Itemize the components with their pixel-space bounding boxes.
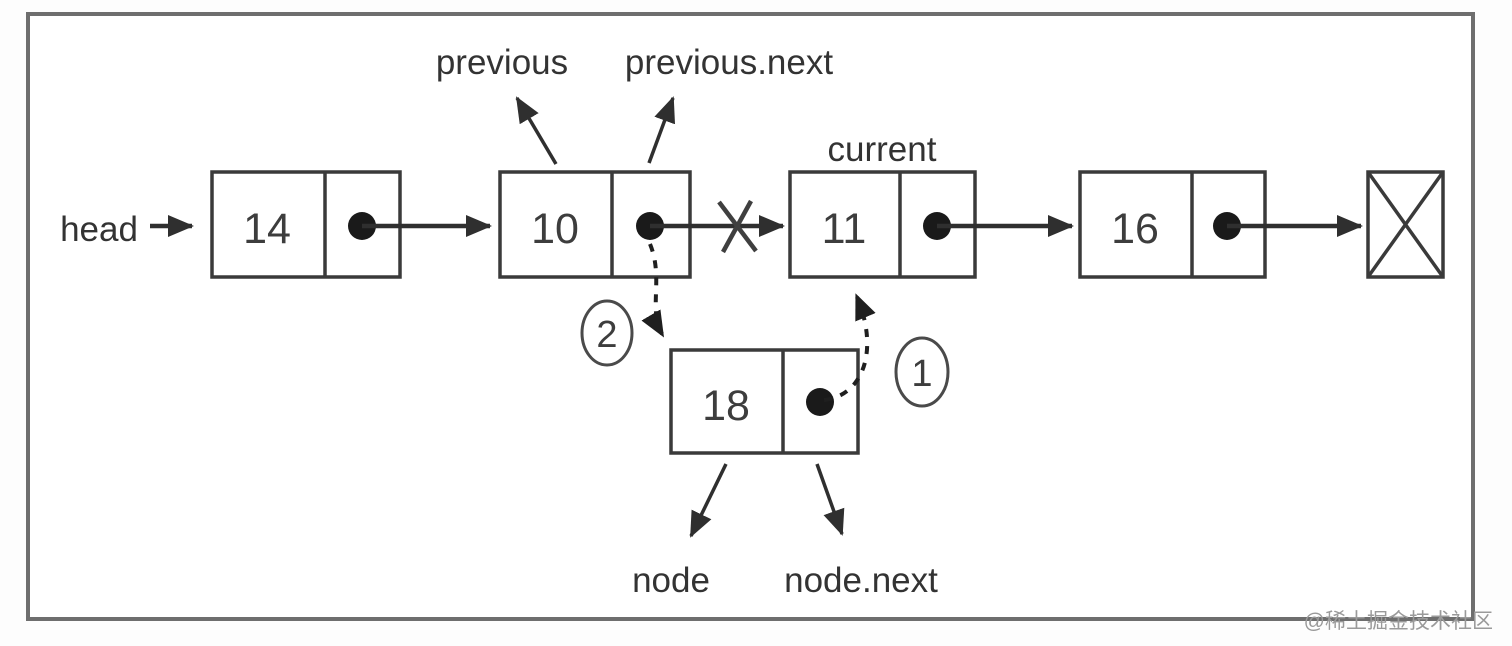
previous-label: previous	[436, 43, 568, 82]
null-x-diagonal	[1366, 170, 1445, 279]
previous-pointer-arrow	[515, 96, 558, 165]
current-label: current	[828, 130, 937, 169]
node-10-value: 10	[531, 205, 579, 253]
step1-badge-circle	[894, 336, 950, 408]
head-label: head	[60, 210, 138, 249]
node-label: node	[632, 561, 710, 600]
list-node-14: 14	[210, 170, 492, 279]
node-18-pointer-dot	[806, 388, 834, 416]
node-11-value: 11	[822, 205, 867, 253]
list-node-16: 16	[1078, 170, 1363, 279]
node-18-value: 18	[702, 382, 750, 430]
list-node-10: 10	[498, 170, 785, 279]
node-next-label: node.next	[784, 561, 938, 600]
node-16-box	[1078, 170, 1267, 279]
new-node-18: 18	[669, 348, 860, 455]
step1-dashed-arrow	[823, 293, 876, 402]
previous-next-label: previous.next	[625, 43, 833, 82]
node-14-value: 14	[243, 205, 291, 253]
step2-badge-circle	[580, 299, 634, 367]
node-16-value: 16	[1111, 205, 1159, 253]
broken-link-x-mark	[721, 199, 753, 254]
previous-next-pointer-arrow	[647, 96, 676, 164]
list-node-11: 11	[788, 170, 1074, 279]
step2-badge-number: 2	[596, 314, 617, 356]
node-next-pointer-arrow	[815, 463, 845, 536]
null-terminator	[1366, 170, 1445, 279]
node-pointer-arrow	[689, 463, 728, 538]
diagram-frame	[26, 12, 1475, 621]
step1-badge-number: 1	[911, 353, 932, 395]
watermark: @稀土掘金技术社区	[1304, 610, 1493, 633]
